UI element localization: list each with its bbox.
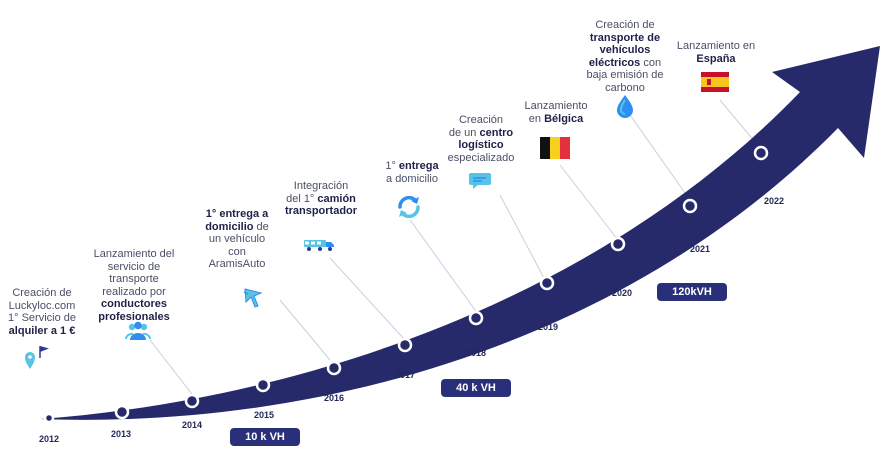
year-label: 2021 <box>690 244 711 254</box>
node-2012 <box>43 412 55 424</box>
year-label: 2015 <box>254 410 275 420</box>
sync-icon <box>398 195 420 219</box>
milestone-2015: Integración del 1° camión transportador <box>284 180 358 217</box>
milestone-2016: 1° entrega a domicilio <box>385 160 439 185</box>
year-label: 2022 <box>764 196 785 206</box>
leader-lines <box>149 99 761 399</box>
year-label: 2016 <box>324 393 345 403</box>
node-2015 <box>255 377 271 393</box>
milestone-2019: Creación de transporte de vehículos eléc… <box>586 19 664 94</box>
node-2020 <box>610 236 626 252</box>
spain-flag-icon <box>701 72 729 92</box>
node-2016 <box>326 360 342 376</box>
chat-icon <box>469 173 491 189</box>
year-label: 2012 <box>39 434 60 444</box>
node-2017 <box>397 337 413 353</box>
growth-arrow <box>40 46 880 420</box>
flag-pin-icon <box>25 346 49 369</box>
people-icon <box>125 321 151 340</box>
node-2013 <box>114 404 130 420</box>
truck-icon <box>304 240 334 251</box>
year-label: 2018 <box>466 348 487 358</box>
badge-40k: 40 k VH <box>441 379 511 397</box>
node-2022 <box>753 145 769 161</box>
year-label: 2013 <box>111 429 132 439</box>
year-label: 2017 <box>395 370 416 380</box>
milestone-2020: Lanzamiento en España <box>676 40 756 65</box>
milestone-2013: Lanzamiento del servicio de transporte r… <box>93 248 175 323</box>
belgium-flag-icon <box>540 137 570 159</box>
milestone-2012: Creación de Luckyloc.com 1° Servicio de … <box>8 287 76 337</box>
timeline-nodes <box>43 145 769 424</box>
year-label: 2014 <box>182 420 203 430</box>
node-2014 <box>184 393 200 409</box>
milestone-2014: 1° entrega a domicilio de un vehículo co… <box>205 208 269 270</box>
node-2019 <box>539 275 555 291</box>
year-label: 2020 <box>612 288 633 298</box>
node-2021 <box>682 198 698 214</box>
water-drop-icon <box>617 95 633 118</box>
badge-120k: 120kVH <box>657 283 727 301</box>
cursor-icon <box>243 288 263 308</box>
milestone-2018: Lanzamiento en Bélgica <box>524 100 588 125</box>
year-label: 2019 <box>538 322 559 332</box>
badge-10k: 10 k VH <box>230 428 300 446</box>
milestone-2017: Creación de un centro logístico especial… <box>447 114 515 164</box>
node-2018 <box>468 310 484 326</box>
